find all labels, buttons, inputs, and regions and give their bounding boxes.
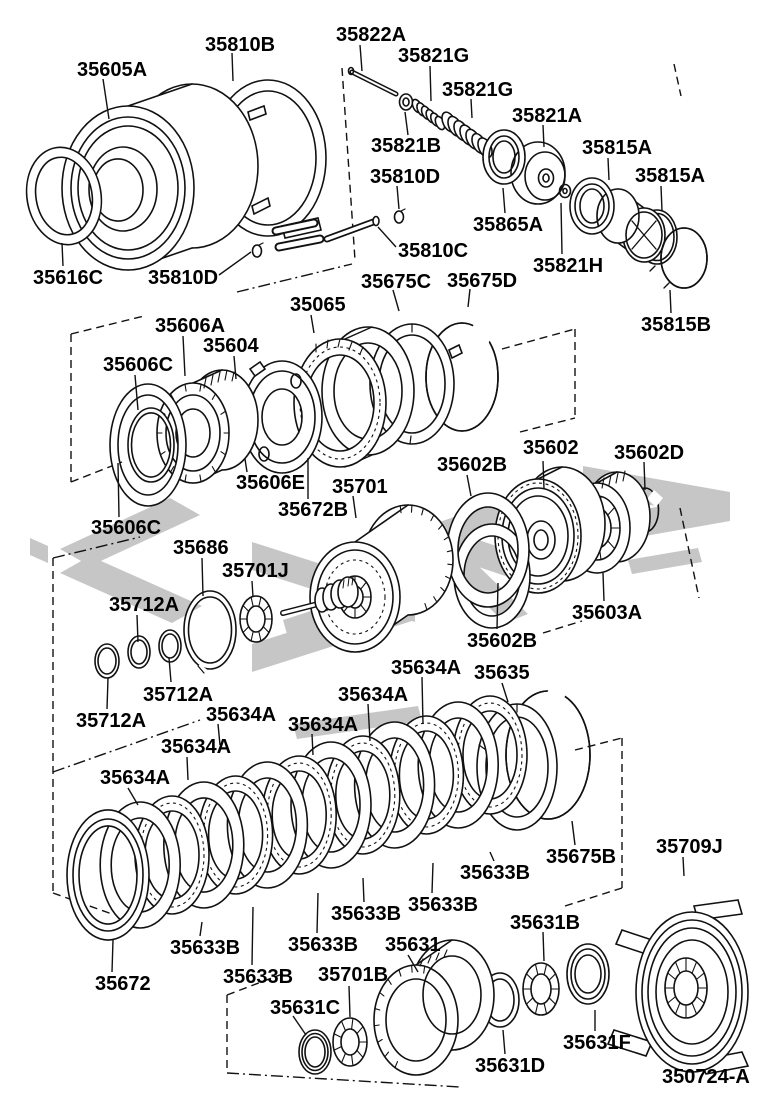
part-label-35631C: 35631C [270, 997, 341, 1019]
part-label-35821G: 35821G [398, 45, 470, 67]
part-label-35672: 35672 [95, 973, 151, 995]
part-label-35712A: 35712A [143, 684, 214, 706]
part-label-35821A: 35821A [512, 105, 583, 127]
part-label-35602B: 35602B [467, 630, 538, 652]
part-label-35634A: 35634A [391, 657, 462, 679]
leader-lines [61, 44, 685, 1055]
part-label-35712A: 35712A [76, 710, 147, 732]
diagram-code: 350724-A [662, 1066, 750, 1088]
part-label-35634A: 35634A [161, 736, 232, 758]
part-label-35686: 35686 [173, 537, 229, 559]
part-label-35701B: 35701B [318, 964, 389, 986]
part-label-35631: 35631 [385, 934, 441, 956]
part-label-35634A: 35634A [288, 714, 359, 736]
part-label-35606E: 35606E [236, 472, 305, 494]
part-label-35634A: 35634A [338, 684, 409, 706]
part-label-35065: 35065 [290, 294, 346, 316]
part-label-35709J: 35709J [656, 836, 723, 858]
part-label-35633B: 35633B [288, 934, 359, 956]
part-label-35606C: 35606C [91, 517, 162, 539]
part-label-35633B: 35633B [170, 937, 241, 959]
part-label-35810D: 35810D [370, 166, 441, 188]
part-label-35810C: 35810C [398, 240, 469, 262]
part-label-35865A: 35865A [473, 214, 544, 236]
part-label-35701: 35701 [332, 476, 388, 498]
part-label-35602D: 35602D [614, 442, 685, 464]
part-label-35602B: 35602B [437, 454, 508, 476]
part-label-35633B: 35633B [223, 966, 294, 988]
part-label-35821G: 35821G [442, 79, 514, 101]
part-label-35634A: 35634A [100, 767, 171, 789]
part-label-35631D: 35631D [475, 1055, 546, 1077]
part-shapes [25, 66, 750, 1076]
part-label-35616C: 35616C [33, 267, 104, 289]
part-label-35701J: 35701J [222, 560, 289, 582]
part-label-35605A: 35605A [77, 59, 148, 81]
part-label-35815B: 35815B [641, 314, 712, 336]
part-label-35815A: 35815A [582, 137, 653, 159]
part-label-35633B: 35633B [408, 894, 479, 916]
construction-dashed-lines [52, 63, 700, 1088]
part-label-35672B: 35672B [278, 499, 349, 521]
part-label-35602: 35602 [523, 437, 579, 459]
part-label-35675B: 35675B [546, 846, 617, 868]
part-label-35606A: 35606A [155, 315, 226, 337]
part-label-35633B: 35633B [460, 862, 531, 884]
part-label-35633B: 35633B [331, 903, 402, 925]
part-label-35631F: 35631F [563, 1032, 631, 1054]
part-label-35815A: 35815A [635, 165, 706, 187]
part-label-35821B: 35821B [371, 135, 442, 157]
part-label-35631B: 35631B [510, 912, 581, 934]
part-label-35822A: 35822A [336, 24, 407, 46]
part-label-35634A: 35634A [206, 704, 277, 726]
part-label-35675D: 35675D [447, 270, 518, 292]
part-label-35603A: 35603A [572, 602, 643, 624]
part-label-35712A: 35712A [109, 594, 180, 616]
part-label-35675C: 35675C [361, 271, 432, 293]
part-label-35810B: 35810B [205, 34, 276, 56]
part-label-35821H: 35821H [533, 255, 604, 277]
part-label-35810D: 35810D [148, 267, 219, 289]
part-label-35606C: 35606C [103, 354, 174, 376]
part-label-35604: 35604 [203, 335, 259, 357]
part-label-35635: 35635 [474, 662, 530, 684]
